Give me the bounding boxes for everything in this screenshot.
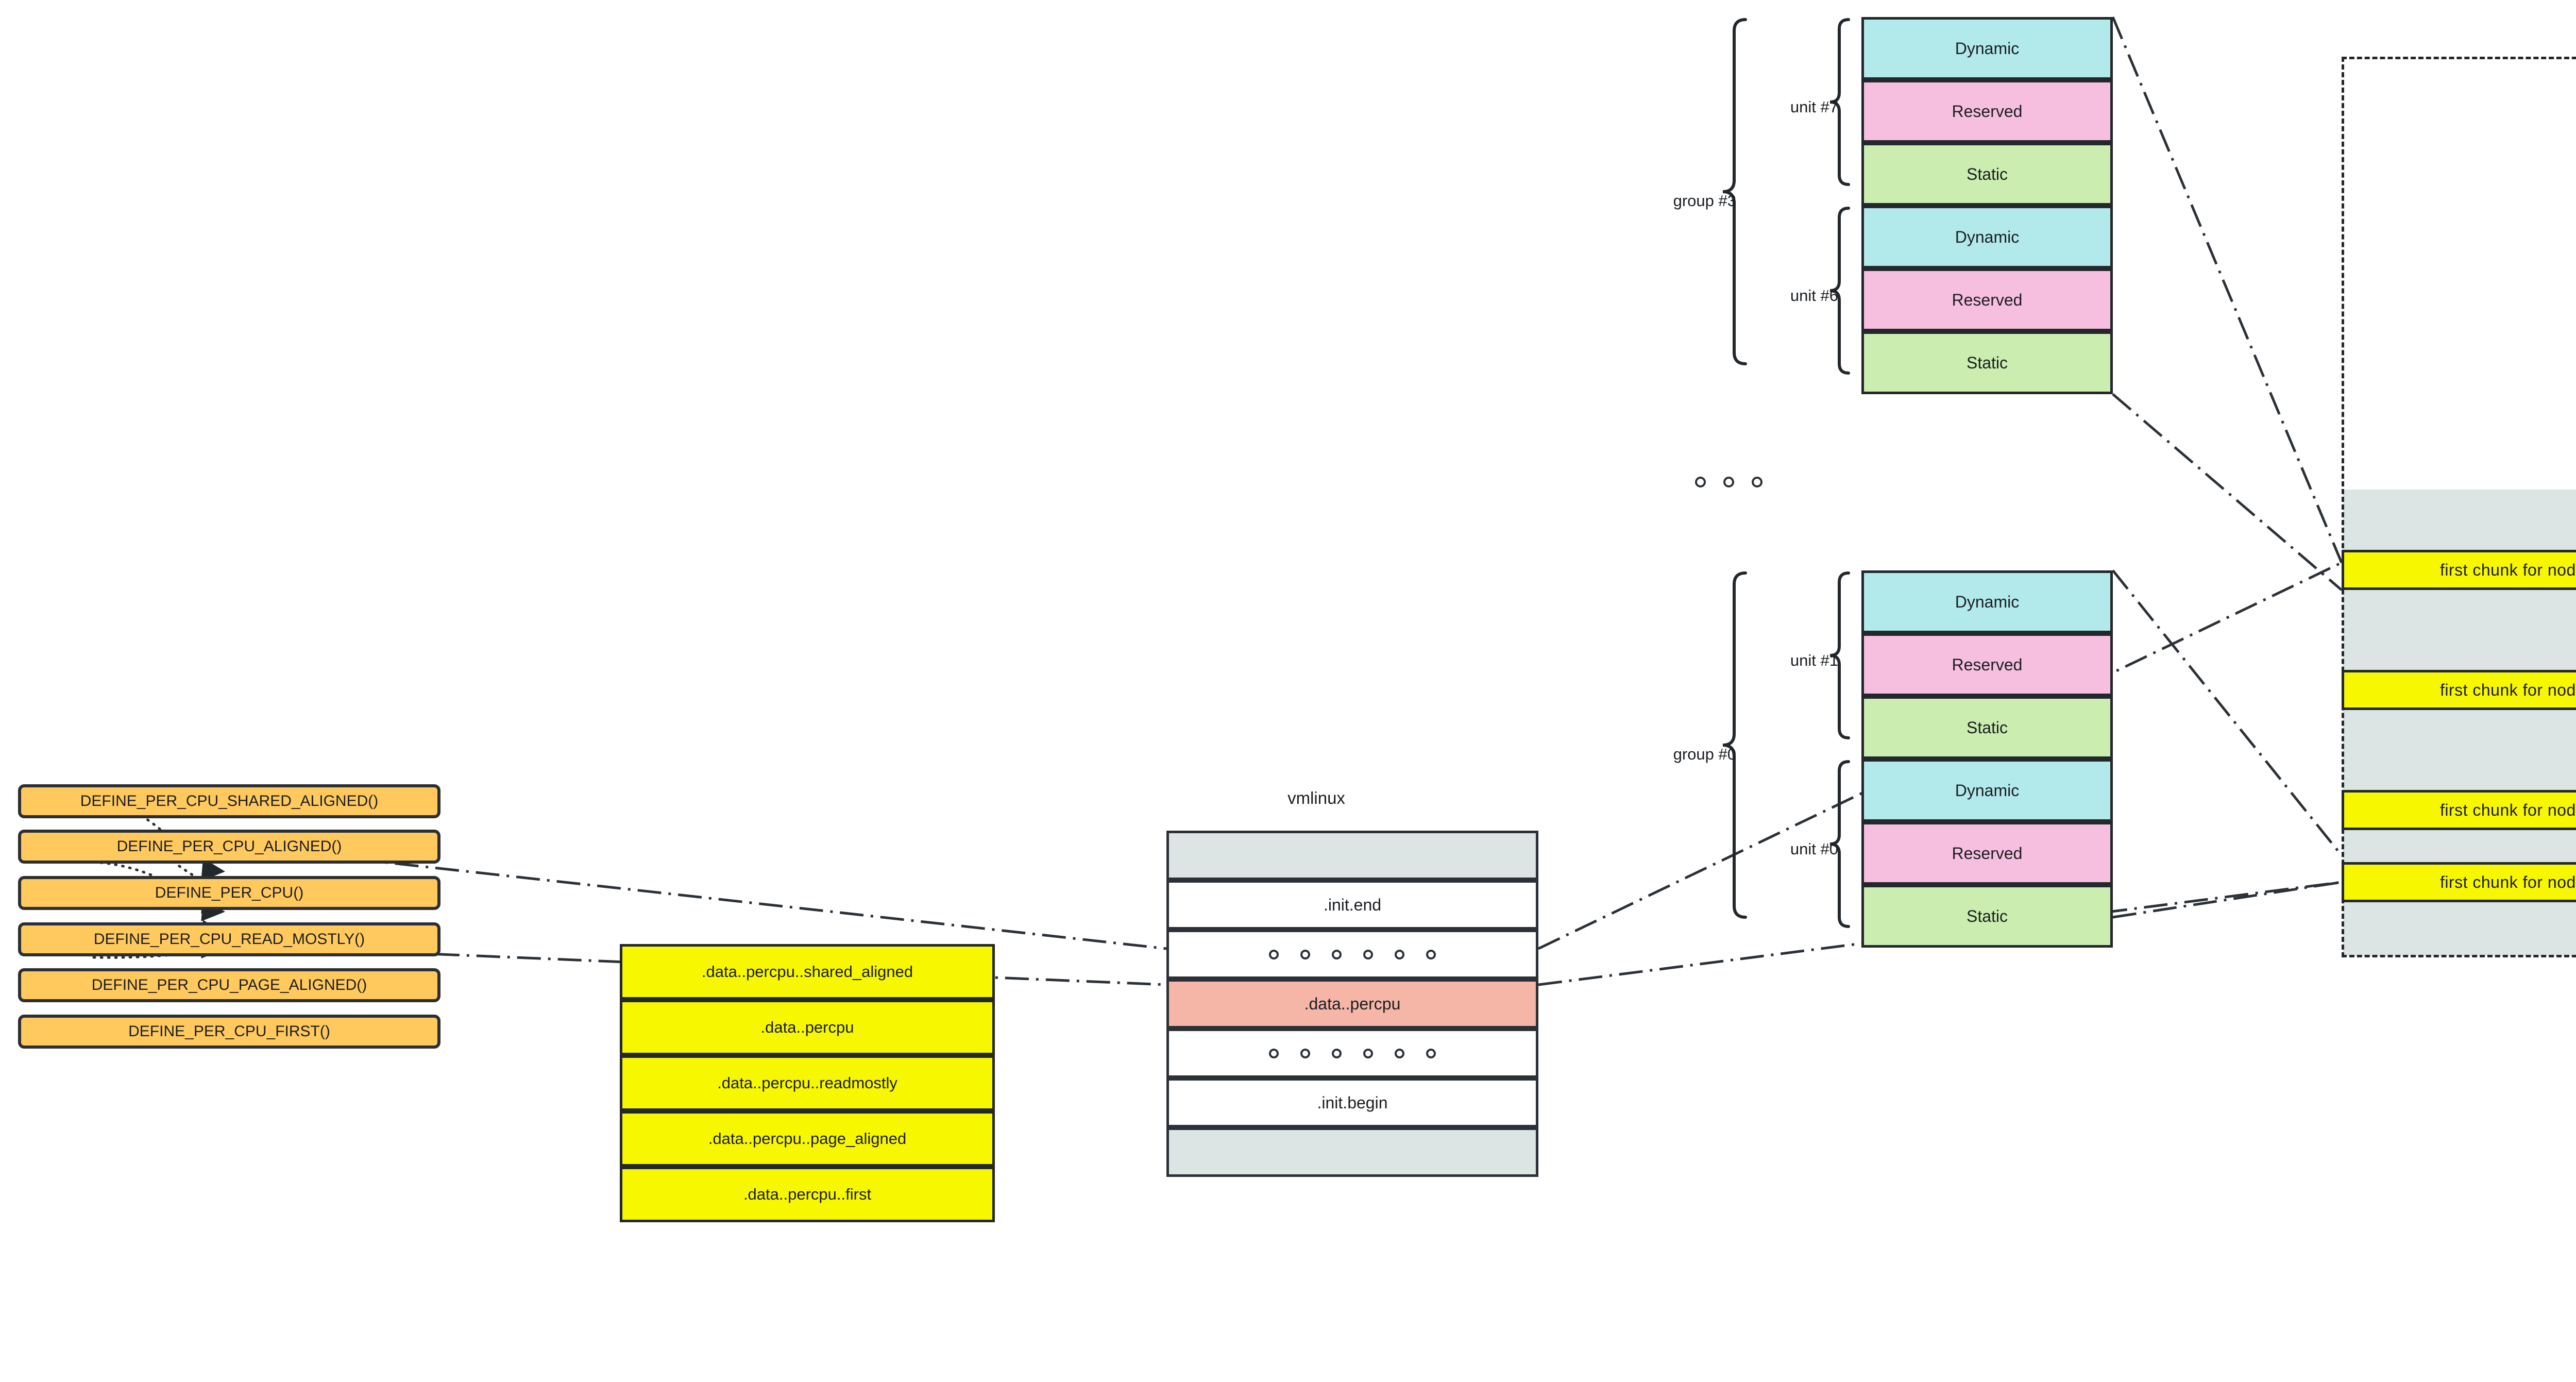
macro-label: DEFINE_PER_CPU() (155, 884, 304, 901)
chunk-label: first chunk for node #3 (2439, 560, 2576, 579)
macro-label: DEFINE_PER_CPU_FIRST() (128, 1022, 330, 1040)
chunk-node-2[interactable]: first chunk for node #2 (2342, 670, 2576, 710)
cell-label: Dynamic (1955, 39, 2020, 58)
vmlinux-row-label: .data..percpu (1304, 994, 1401, 1013)
vmlinux-row-label: .init.end (1323, 895, 1382, 914)
group3-unit7-cell-static: Static (1861, 143, 2113, 206)
group-label-3: group #3 (1673, 192, 1736, 210)
cell-label: Static (1966, 353, 2008, 372)
group0-unit1-cell-reserved: Reserved (1861, 633, 2113, 696)
percpu-section-label: .data..percpu..readmostly (717, 1074, 897, 1092)
unit-label-1: unit #1 (1790, 651, 1838, 669)
cell-label: Reserved (1952, 290, 2023, 309)
chunk-label: first chunk for node #1 (2439, 800, 2576, 819)
percpu-section-label: .data..percpu (760, 1018, 854, 1037)
macro-box-0[interactable]: DEFINE_PER_CPU_SHARED_ALIGNED() (18, 784, 440, 818)
cell-label: Reserved (1952, 102, 2023, 121)
percpu-section-4[interactable]: .data..percpu..first (620, 1167, 995, 1222)
macro-label: DEFINE_PER_CPU_PAGE_ALIGNED() (91, 976, 367, 993)
vmlinux-row-init-begin: .init.begin (1166, 1078, 1538, 1127)
cell-label: Static (1966, 906, 2008, 925)
group3-unit6-cell-static: Static (1861, 331, 2113, 394)
cell-label: Reserved (1952, 655, 2023, 674)
macro-label: DEFINE_PER_CPU_ALIGNED() (116, 837, 342, 855)
cell-label: Dynamic (1955, 227, 2020, 246)
group0-unit1-cell-static: Static (1861, 696, 2113, 759)
macro-box-4[interactable]: DEFINE_PER_CPU_PAGE_ALIGNED() (18, 968, 440, 1002)
percpu-section-3[interactable]: .data..percpu..page_aligned (620, 1111, 995, 1167)
vmlinux-row-data-percpu[interactable]: .data..percpu (1166, 979, 1538, 1029)
group3-unit7-cell-reserved: Reserved (1861, 80, 2113, 143)
chunk-label: first chunk for node #2 (2439, 680, 2576, 699)
chunk-node-3[interactable]: first chunk for node #3 (2342, 550, 2576, 590)
vmlinux-row-6 (1166, 1127, 1538, 1177)
percpu-section-1[interactable]: .data..percpu (620, 1000, 995, 1055)
vmlinux-row-label: .init.begin (1317, 1093, 1388, 1112)
chunk-node-1[interactable]: first chunk for node #1 (2342, 790, 2576, 830)
percpu-section-label: .data..percpu..page_aligned (708, 1130, 907, 1148)
vmlinux-row-ellipsis-top (1166, 930, 1538, 979)
group-label-0: group #0 (1673, 745, 1736, 763)
group0-unit1-cell-dynamic: Dynamic (1861, 570, 2113, 633)
group0-unit0-cell-dynamic: Dynamic (1861, 759, 2113, 822)
unit-label-0: unit #0 (1790, 840, 1838, 858)
vmlinux-row-ellipsis-bottom (1166, 1029, 1538, 1078)
group3-unit6-cell-dynamic: Dynamic (1861, 206, 2113, 268)
percpu-section-2[interactable]: .data..percpu..readmostly (620, 1055, 995, 1111)
cell-label: Static (1966, 718, 2008, 737)
group3-unit6-cell-reserved: Reserved (1861, 268, 2113, 331)
group3-unit7-cell-dynamic: Dynamic (1861, 17, 2113, 80)
macro-label: DEFINE_PER_CPU_SHARED_ALIGNED() (80, 792, 379, 810)
ellipsis-icon (1269, 949, 1436, 959)
ellipsis-icon (1269, 1048, 1436, 1058)
cell-label: Static (1966, 164, 2008, 183)
macro-box-1[interactable]: DEFINE_PER_CPU_ALIGNED() (18, 830, 440, 864)
macro-label: DEFINE_PER_CPU_READ_MOSTLY() (93, 930, 365, 948)
macro-box-2[interactable]: DEFINE_PER_CPU() (18, 876, 440, 910)
group0-unit0-cell-reserved: Reserved (1861, 822, 2113, 885)
unit-label-7: unit #7 (1790, 98, 1838, 116)
vmlinux-row-init-end: .init.end (1166, 880, 1538, 930)
cell-label: Dynamic (1955, 592, 2020, 611)
cell-label: Dynamic (1955, 781, 2020, 800)
percpu-section-0[interactable]: .data..percpu..shared_aligned (620, 944, 995, 1000)
percpu-section-label: .data..percpu..first (743, 1185, 872, 1204)
percpu-section-label: .data..percpu..shared_aligned (701, 963, 913, 981)
group0-unit0-cell-static: Static (1861, 885, 2113, 948)
chunk-label: first chunk for node #0 (2439, 872, 2576, 891)
macro-box-3[interactable]: DEFINE_PER_CPU_READ_MOSTLY() (18, 922, 440, 956)
vmlinux-title: vmlinux (1287, 788, 1345, 807)
cell-label: Reserved (1952, 844, 2023, 863)
groups-ellipsis-icon (1695, 477, 1762, 487)
vmlinux-row-0 (1166, 831, 1538, 880)
macro-box-5[interactable]: DEFINE_PER_CPU_FIRST() (18, 1015, 440, 1049)
chunk-region-outline (2342, 57, 2576, 957)
chunk-node-0[interactable]: first chunk for node #0 (2342, 862, 2576, 902)
unit-label-6: unit #6 (1790, 286, 1838, 305)
